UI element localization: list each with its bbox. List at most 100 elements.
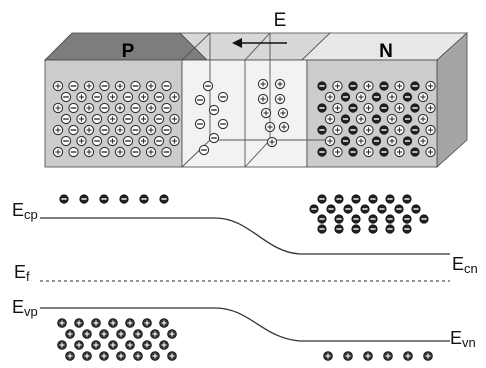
hole-icon: [395, 125, 404, 134]
electron-icon: [372, 137, 380, 145]
electron-icon: [60, 195, 68, 203]
electron-icon: [131, 103, 140, 112]
electron-icon: [352, 215, 360, 223]
positive-ion-icon: [279, 122, 288, 131]
electron-icon: [349, 148, 357, 156]
hole-icon: [84, 147, 93, 156]
electron-icon: [352, 225, 360, 233]
electron-icon: [92, 114, 101, 123]
hole-icon: [75, 319, 84, 328]
electron-icon: [162, 103, 171, 112]
hole-icon: [356, 114, 365, 123]
electron-icon: [120, 195, 128, 203]
ef-label: Ef: [14, 262, 30, 284]
positive-ion-icon: [275, 79, 284, 88]
electron-icon: [386, 215, 394, 223]
hole-icon: [143, 341, 152, 350]
electron-icon: [412, 205, 420, 213]
hole-icon: [160, 341, 169, 350]
hole-icon: [418, 136, 427, 145]
hole-icon: [418, 92, 427, 101]
electron-icon: [411, 104, 419, 112]
hole-icon: [364, 352, 373, 361]
hole-icon: [426, 147, 435, 156]
electron-icon: [162, 125, 171, 134]
hole-icon: [84, 81, 93, 90]
positive-ion-icon: [258, 79, 267, 88]
hole-icon: [325, 136, 334, 145]
hole-icon: [108, 136, 117, 145]
electron-icon: [100, 195, 108, 203]
hole-icon: [75, 341, 84, 350]
electron-icon: [369, 215, 377, 223]
hole-icon: [115, 125, 124, 134]
electron-icon: [154, 92, 163, 101]
hole-icon: [108, 114, 117, 123]
electron-icon: [335, 225, 343, 233]
hole-icon: [333, 81, 342, 90]
hole-icon: [77, 92, 86, 101]
electron-icon: [318, 148, 326, 156]
electron-icon: [341, 137, 349, 145]
electron-icon: [420, 215, 428, 223]
electron-icon: [61, 136, 70, 145]
evp-label: Evp: [12, 297, 38, 319]
hole-icon: [325, 114, 334, 123]
hole-icon: [151, 352, 160, 361]
hole-icon: [109, 319, 118, 328]
hole-icon: [333, 125, 342, 134]
hole-icon: [364, 103, 373, 112]
p-region-label: P: [122, 41, 135, 62]
hole-icon: [126, 319, 135, 328]
hole-icon: [139, 114, 148, 123]
hole-icon: [404, 352, 413, 361]
electron-icon: [162, 147, 171, 156]
ecp-label: Ecp: [12, 200, 38, 222]
electron-icon: [411, 126, 419, 134]
hole-icon: [344, 352, 353, 361]
hole-icon: [126, 341, 135, 350]
electron-icon: [61, 114, 70, 123]
electron-icon: [349, 82, 357, 90]
hole-icon: [426, 125, 435, 134]
hole-icon: [170, 114, 179, 123]
electron-icon: [403, 115, 411, 123]
electron-icon: [69, 147, 78, 156]
negative-ion-icon: [218, 92, 227, 101]
electron-icon: [100, 81, 109, 90]
electron-icon: [335, 195, 343, 203]
hole-icon: [115, 81, 124, 90]
hole-icon: [66, 330, 75, 339]
electron-icon: [69, 81, 78, 90]
electron-icon: [380, 148, 388, 156]
n-region-label: N: [379, 41, 393, 62]
energy-band-diagram: Ecp Ecn Ef Evp Evn: [12, 195, 478, 361]
hole-icon: [58, 341, 67, 350]
electron-icon: [100, 103, 109, 112]
hole-icon: [83, 330, 92, 339]
electron-icon: [154, 136, 163, 145]
electron-icon: [380, 126, 388, 134]
hole-icon: [139, 92, 148, 101]
positive-ion-icon: [278, 108, 287, 117]
electron-icon: [361, 205, 369, 213]
electron-icon: [123, 136, 132, 145]
hole-icon: [384, 352, 393, 361]
hole-icon: [146, 125, 155, 134]
electron-icon: [352, 195, 360, 203]
negative-ion-icon: [203, 81, 212, 90]
electron-icon: [69, 125, 78, 134]
hole-icon: [364, 81, 373, 90]
hole-icon: [170, 92, 179, 101]
electron-icon: [100, 147, 109, 156]
band-carriers: [58, 195, 433, 361]
hole-icon: [134, 330, 143, 339]
hole-icon: [395, 81, 404, 90]
hole-icon: [395, 147, 404, 156]
electron-icon: [341, 115, 349, 123]
electron-icon: [380, 82, 388, 90]
hole-icon: [53, 103, 62, 112]
hole-icon: [424, 352, 433, 361]
hole-icon: [100, 330, 109, 339]
